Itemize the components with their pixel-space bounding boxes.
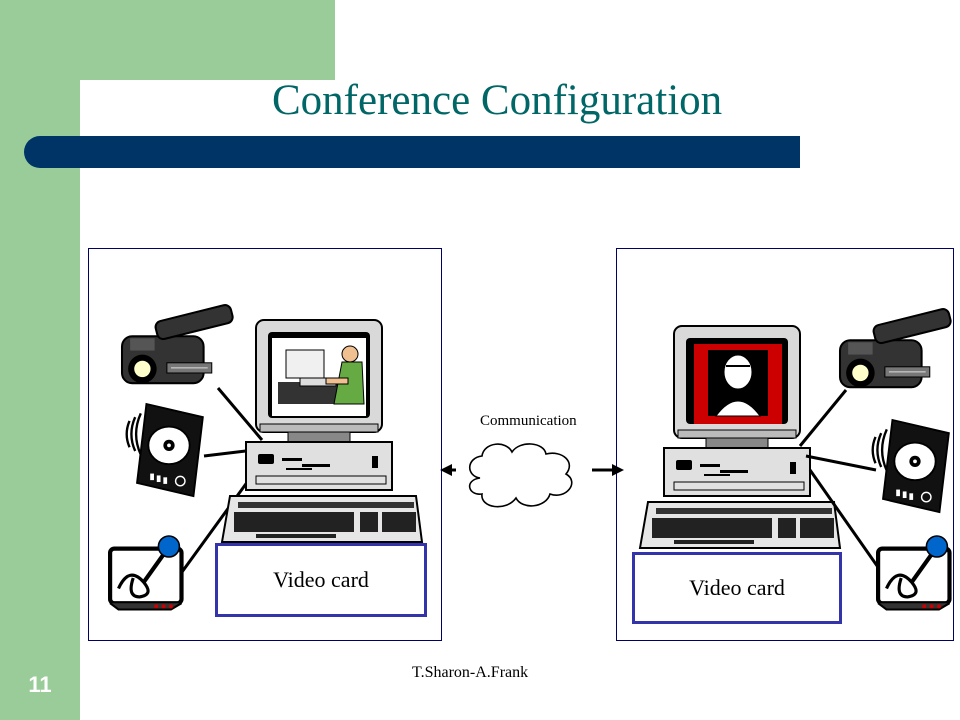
left-camcorder-cable [216,387,264,441]
left-mic-cable [180,469,258,573]
left-accent-band [0,0,80,720]
right-mic-cable [808,469,882,571]
top-accent-band [80,0,335,80]
right-computer-icon [639,325,841,549]
left-video-card-label: Video card [215,543,427,617]
right-camcorder-icon [838,306,953,389]
communication-label: Communication [480,413,577,429]
right-video-card-label: Video card [632,552,842,624]
left-computer-icon [221,319,423,543]
left-camcorder-icon [120,302,235,385]
title-underline-bar [24,136,800,168]
left-speaker-icon [125,402,205,498]
slide-title: Conference Configuration [272,77,723,124]
right-speaker-icon [871,418,951,514]
left-microphone-icon [110,536,181,610]
right-camcorder-cable [798,389,848,447]
footer-author: T.Sharon-A.Frank [412,664,529,681]
slide-number: 11 [28,672,52,697]
right-speaker-cable [805,454,877,472]
right-microphone-icon [878,536,949,610]
